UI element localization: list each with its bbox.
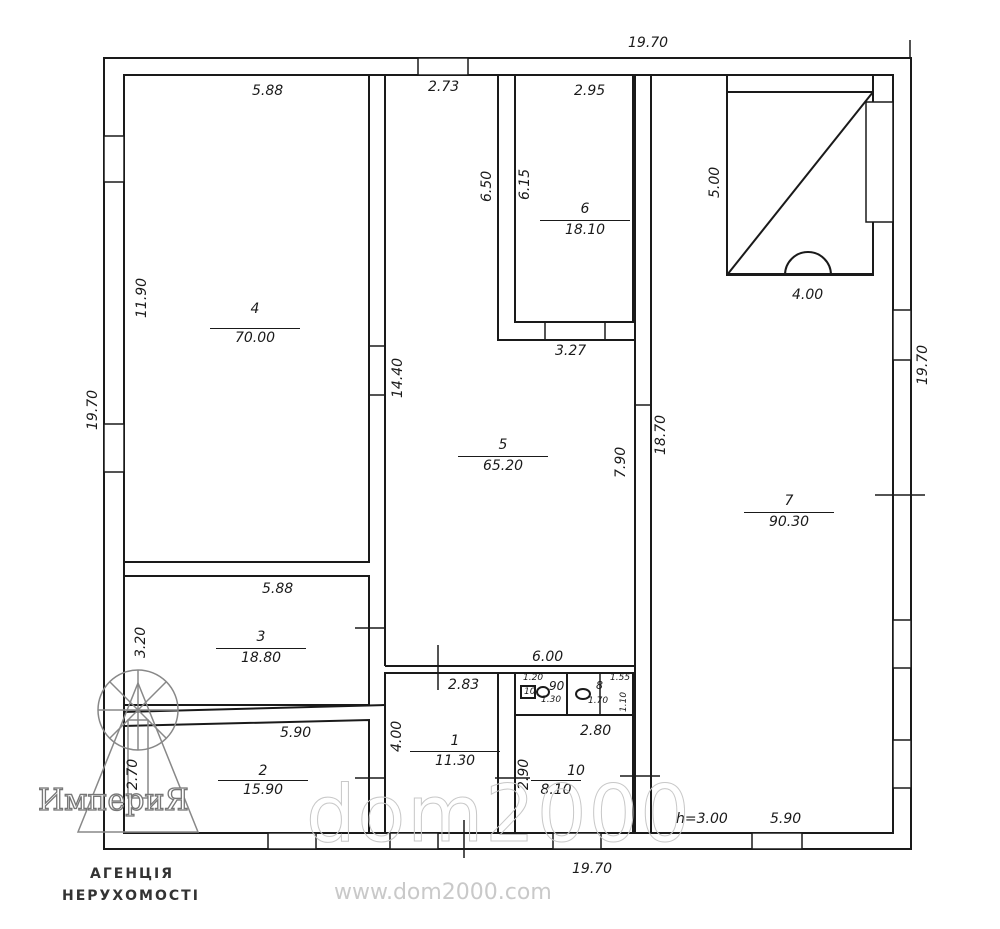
room-3-number: 3 bbox=[256, 629, 266, 645]
room-4-area: 70.00 bbox=[210, 328, 300, 345]
window-icon bbox=[865, 101, 894, 223]
room-2-area: 15.90 bbox=[218, 780, 308, 797]
dim-room5-bottom: 6.00 bbox=[532, 649, 564, 665]
room-5-number: 5 bbox=[498, 437, 508, 453]
dim-room6-length: 6.15 bbox=[517, 168, 533, 200]
dim-room1-width: 2.83 bbox=[448, 677, 480, 693]
stair-outline-inner bbox=[726, 74, 874, 275]
window-icon bbox=[552, 832, 602, 850]
logo-name: ИмпериЯ bbox=[37, 782, 189, 818]
room-10-area: 8.10 bbox=[531, 780, 581, 797]
dim-corridor-length: 6.50 bbox=[479, 170, 495, 202]
dim-room2-width: 5.90 bbox=[280, 725, 312, 741]
room-1-number: 1 bbox=[450, 733, 460, 749]
outer-wall-outer bbox=[103, 57, 912, 850]
dim-room10-width: 2.80 bbox=[580, 723, 612, 739]
logo-emblem bbox=[76, 669, 200, 833]
room-1-outline bbox=[384, 672, 499, 834]
room-6-number: 6 bbox=[580, 201, 590, 217]
toilet-icon bbox=[536, 686, 550, 698]
room-5-area: 65.20 bbox=[458, 456, 548, 473]
room-2-outline bbox=[123, 718, 370, 833]
room-1-area: 11.30 bbox=[410, 751, 500, 768]
room-3-outline bbox=[123, 575, 370, 706]
wall bbox=[123, 704, 386, 713]
logo-line-2: НЕРУХОМОСТІ bbox=[62, 888, 200, 904]
dim-left-overall: 19.70 bbox=[85, 389, 101, 430]
stair-diagonal bbox=[726, 91, 874, 276]
window-icon bbox=[417, 57, 469, 76]
logo-line-1: АГЕНЦІЯ bbox=[90, 866, 175, 882]
window-icon bbox=[267, 832, 317, 850]
dim-room5-height: 7.90 bbox=[613, 446, 629, 478]
dim-room5-width: 3.27 bbox=[555, 343, 587, 359]
dim-room1-height: 4.00 bbox=[389, 720, 405, 752]
dim-room7-bottom: 5.90 bbox=[770, 811, 802, 827]
dim-room6-width: 2.95 bbox=[574, 83, 606, 99]
window-icon bbox=[389, 832, 439, 850]
dim-top-overall: 19.70 bbox=[628, 35, 669, 51]
window-icon bbox=[103, 135, 125, 183]
watermark-url: www.dom2000.com bbox=[334, 880, 552, 905]
window-icon bbox=[892, 309, 912, 361]
dim-room9-w: 1.20 bbox=[523, 673, 544, 683]
window-icon bbox=[751, 832, 803, 850]
toilet-icon bbox=[520, 685, 536, 699]
window-icon bbox=[892, 739, 912, 789]
room-6-area: 18.10 bbox=[540, 220, 630, 237]
room-10-number: 10 bbox=[567, 763, 585, 779]
window-icon bbox=[892, 619, 912, 669]
room-6-outline bbox=[514, 74, 634, 323]
room-3-area: 18.80 bbox=[216, 648, 306, 665]
outer-wall-inner bbox=[123, 74, 894, 834]
room-8-number: 8 bbox=[596, 679, 603, 692]
dim-bottom-overall: 19.70 bbox=[572, 861, 613, 877]
sink-icon bbox=[575, 688, 591, 700]
dim-stair-width: 4.00 bbox=[792, 287, 824, 303]
dim-right-overall: 19.70 bbox=[915, 344, 931, 385]
wc-number: 10 bbox=[524, 687, 536, 697]
dim-room7-length: 18.70 bbox=[653, 414, 669, 455]
dim-room8-h: 1.10 bbox=[619, 691, 629, 712]
dim-room8-w2: 1.70 bbox=[588, 696, 609, 706]
dim-room5-left: 14.40 bbox=[390, 357, 406, 398]
dim-room8-w: 1.55 bbox=[610, 673, 631, 683]
dim-corridor-top: 2.73 bbox=[428, 79, 460, 95]
dim-room4-width: 5.88 bbox=[252, 83, 284, 99]
stair-arc bbox=[784, 251, 832, 276]
room-7-area: 90.30 bbox=[744, 512, 834, 529]
dim-stair-length: 5.00 bbox=[707, 166, 723, 198]
room-2-number: 2 bbox=[258, 763, 268, 779]
dim-room3-width: 5.88 bbox=[262, 581, 294, 597]
dim-room9-h: 1.30 bbox=[541, 695, 562, 705]
watermark-big: dom2000 bbox=[306, 770, 692, 861]
room-4-number: 4 bbox=[250, 301, 260, 317]
room-4-outline bbox=[123, 74, 370, 563]
wall bbox=[497, 75, 636, 660]
dim-room4-length: 11.90 bbox=[134, 277, 150, 318]
room9-number: 90 bbox=[549, 679, 565, 693]
room-7-number: 7 bbox=[784, 493, 794, 509]
window-icon bbox=[103, 423, 125, 473]
ceiling-height: h=3.00 bbox=[676, 811, 728, 827]
dim-room3-height: 3.20 bbox=[133, 626, 149, 658]
